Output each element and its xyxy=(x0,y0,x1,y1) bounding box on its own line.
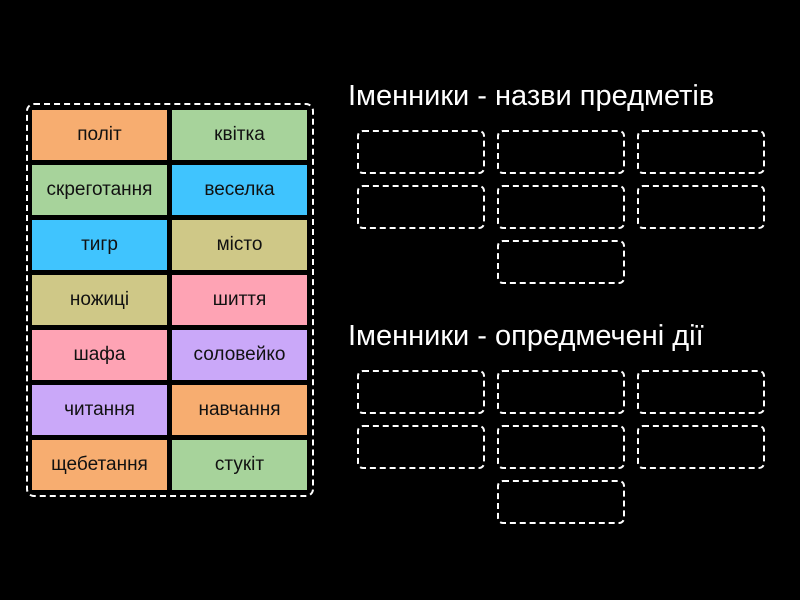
word-tile[interactable]: навчання xyxy=(172,385,307,435)
drop-slot[interactable] xyxy=(497,480,625,524)
word-tile[interactable]: ножиці xyxy=(32,275,167,325)
word-tile[interactable]: читання xyxy=(32,385,167,435)
word-tile[interactable]: соловейко xyxy=(172,330,307,380)
drop-slot[interactable] xyxy=(497,185,625,229)
drop-slot[interactable] xyxy=(357,130,485,174)
drop-slot[interactable] xyxy=(357,425,485,469)
drop-slot[interactable] xyxy=(637,130,765,174)
word-tile[interactable]: щебетання xyxy=(32,440,167,490)
word-tile[interactable]: політ xyxy=(32,110,167,160)
word-tile[interactable]: місто xyxy=(172,220,307,270)
word-tile[interactable]: стукіт xyxy=(172,440,307,490)
word-tile[interactable]: тигр xyxy=(32,220,167,270)
drop-slot[interactable] xyxy=(357,370,485,414)
group-title-actions: Іменники - опредмечені дії xyxy=(348,320,704,352)
group-title-objects: Іменники - назви предметів xyxy=(348,80,715,112)
word-tile[interactable]: шиття xyxy=(172,275,307,325)
drop-slot[interactable] xyxy=(357,185,485,229)
word-tile[interactable]: скреготання xyxy=(32,165,167,215)
word-tile[interactable]: веселка xyxy=(172,165,307,215)
drop-slot[interactable] xyxy=(637,425,765,469)
drop-slot[interactable] xyxy=(637,370,765,414)
drop-slot[interactable] xyxy=(637,185,765,229)
drop-slot[interactable] xyxy=(497,240,625,284)
drop-slot[interactable] xyxy=(497,425,625,469)
word-pool xyxy=(26,103,314,497)
drop-slot[interactable] xyxy=(497,130,625,174)
drop-slot[interactable] xyxy=(497,370,625,414)
word-tile[interactable]: шафа xyxy=(32,330,167,380)
word-tile[interactable]: квітка xyxy=(172,110,307,160)
